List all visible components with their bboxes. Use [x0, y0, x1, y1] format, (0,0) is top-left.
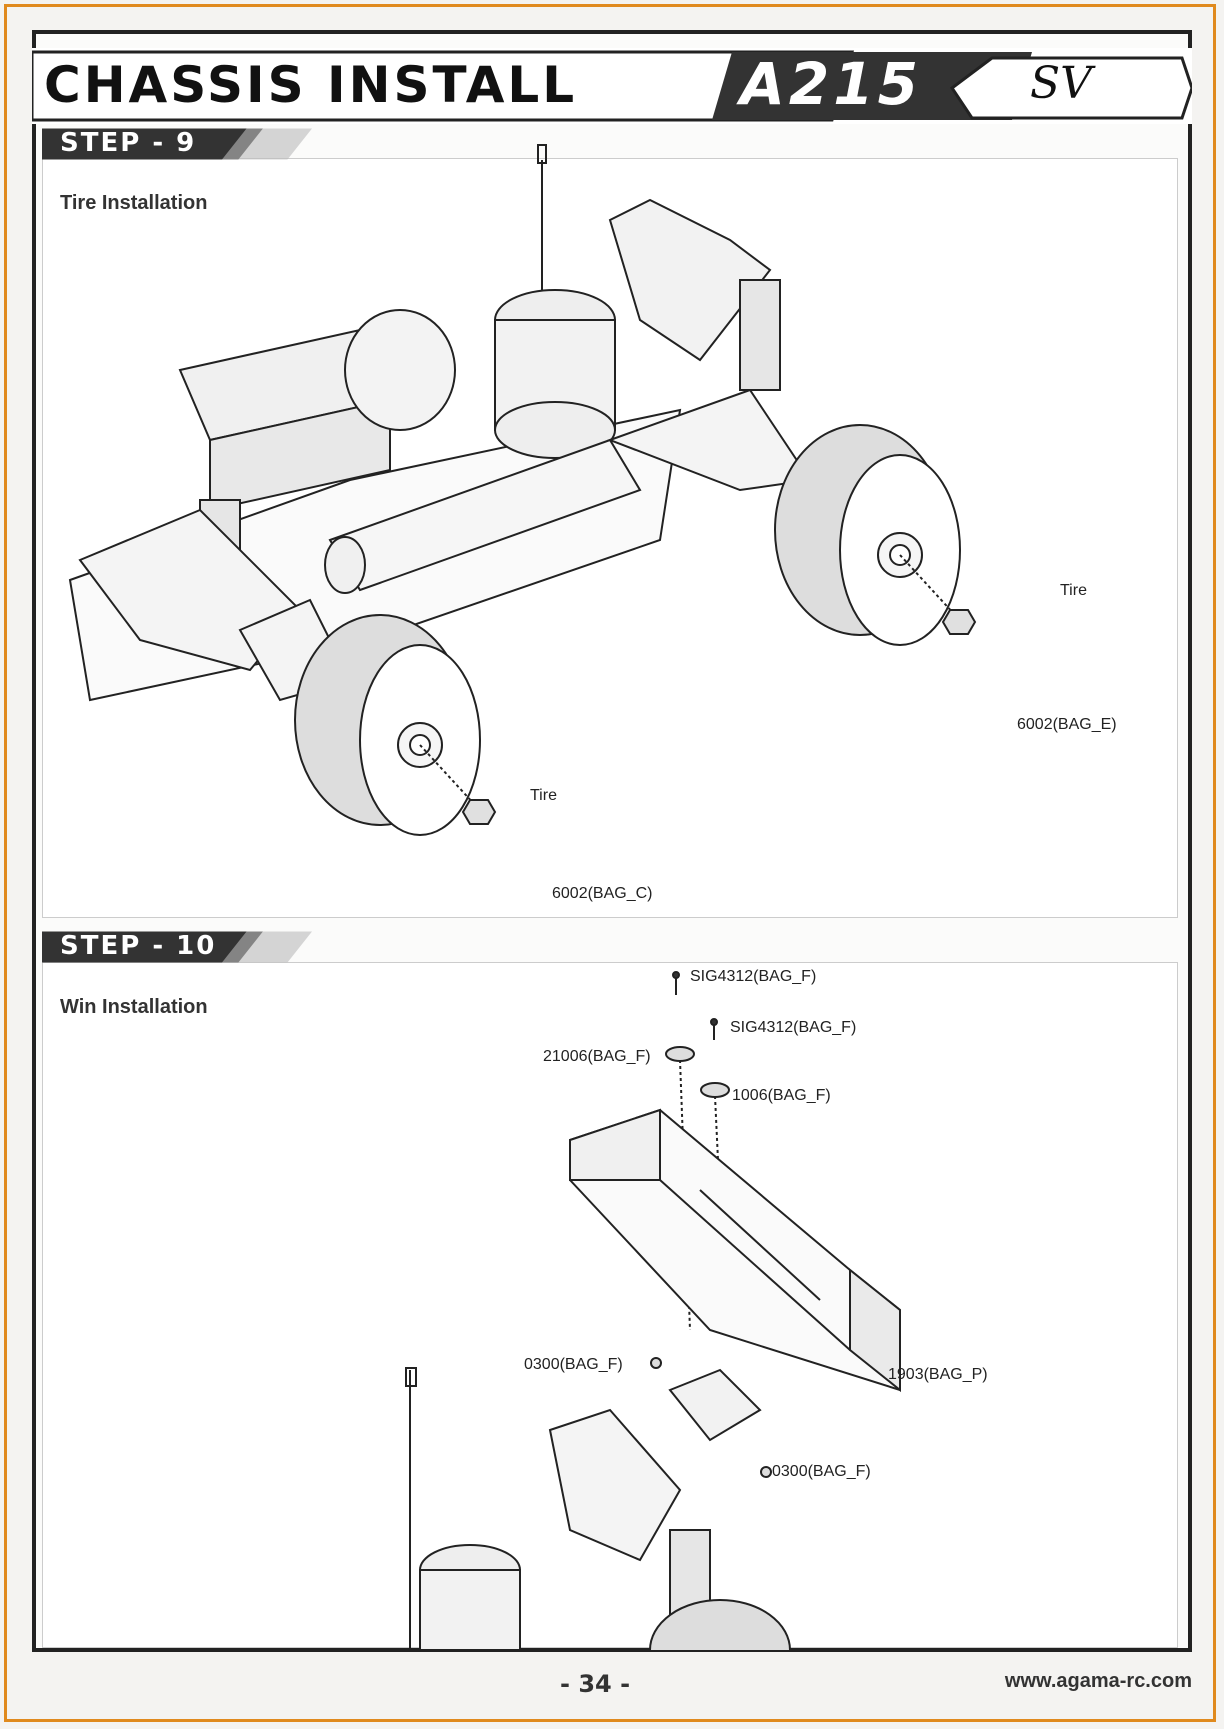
callout-washer-1: 21006(BAG_F) [543, 1048, 651, 1065]
callout-rear-tire: Tire [1060, 582, 1087, 599]
step-10-tab [42, 931, 312, 963]
callout-washer-2: 1006(BAG_F) [732, 1087, 831, 1104]
step-9-label: STEP - 9 [60, 128, 197, 158]
step-10-label: STEP - 10 [60, 931, 217, 961]
website-url: www.agama-rc.com [1004, 1670, 1192, 1692]
callout-wing: 1903(BAG_P) [888, 1366, 988, 1383]
step-9-chassis-illustration [68, 144, 977, 836]
header-banner [32, 48, 1192, 124]
callout-front-tire: Tire [530, 787, 557, 804]
page-border [4, 4, 1216, 1722]
callout-screw-1: SIG4312(BAG_F) [690, 968, 817, 985]
callout-front-nut: 6002(BAG_C) [552, 885, 653, 902]
step-9-tab [42, 128, 312, 160]
header-variant: SV [1030, 58, 1092, 109]
callout-nut-1: 0300(BAG_F) [524, 1356, 623, 1373]
page-number: - 34 - [560, 1670, 631, 1698]
header-model: A215 [740, 50, 922, 118]
step-10-title: Win Installation [60, 996, 208, 1018]
callout-screw-2: SIG4312(BAG_F) [730, 1019, 857, 1036]
header-title: CHASSIS INSTALL [44, 56, 578, 114]
callout-rear-nut: 6002(BAG_E) [1017, 716, 1117, 733]
step-9-title: Tire Installation [60, 192, 208, 214]
step-10-wing-illustration [405, 971, 901, 1650]
callout-nut-2: 0300(BAG_F) [772, 1463, 871, 1480]
